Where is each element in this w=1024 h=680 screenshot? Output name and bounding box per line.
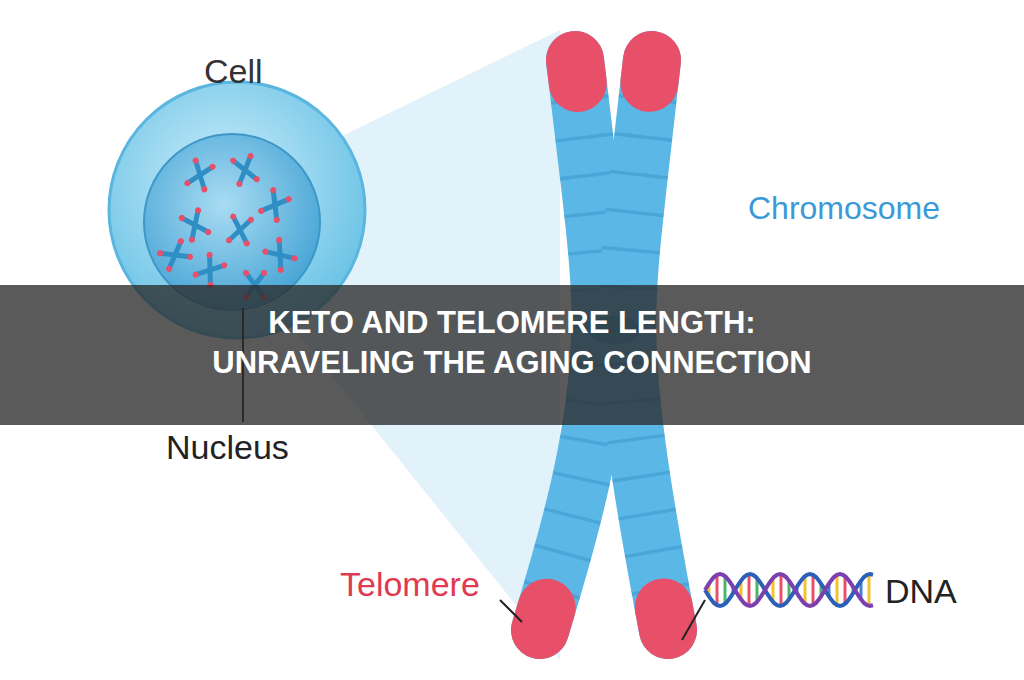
- leader-line: [500, 600, 522, 622]
- chromosome-label: Chromosome: [748, 190, 940, 227]
- mini-chromosome: [156, 237, 194, 273]
- cell-label: Cell: [204, 52, 263, 91]
- title-banner: [0, 285, 1024, 425]
- mini-chromosome: [230, 152, 261, 187]
- mini-chromosome: [192, 251, 229, 289]
- mini-chromosome: [178, 206, 212, 243]
- mini-chromosome: [257, 186, 293, 224]
- dna-helix: [705, 574, 873, 606]
- title: KETO AND TELOMERE LENGTH: UNRAVELING THE…: [212, 303, 812, 383]
- mini-chromosome: [184, 157, 217, 193]
- mini-chromosome: [261, 236, 299, 274]
- dna-label: DNA: [885, 572, 957, 611]
- mini-chromosome: [226, 213, 255, 247]
- nucleus-label: Nucleus: [166, 428, 289, 467]
- telomere-label: Telomere: [340, 565, 480, 604]
- leader-line: [682, 600, 705, 640]
